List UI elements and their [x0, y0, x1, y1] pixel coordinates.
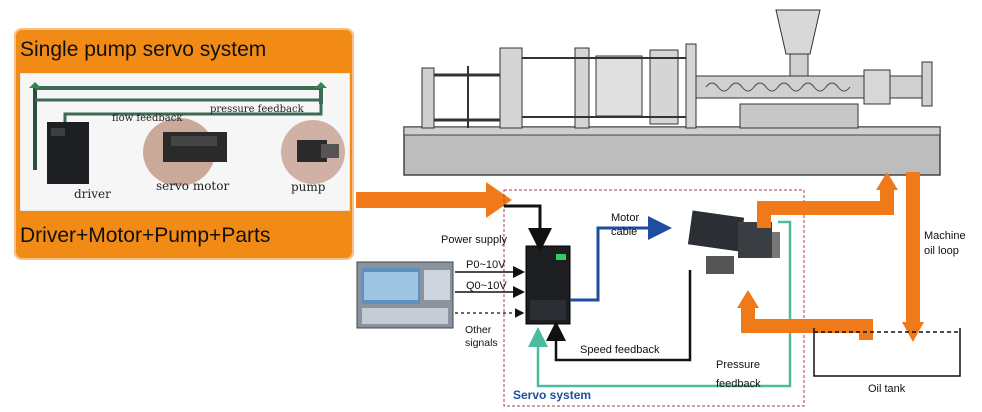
- motor-pump-unit: [687, 210, 780, 274]
- servo-system-title: Servo system: [513, 388, 592, 402]
- arrow-right-icon: [486, 182, 512, 218]
- panel-illustration-svg: [29, 82, 345, 186]
- q-signal-label: Q0~10V: [466, 280, 507, 292]
- panel-title: Single pump servo system: [20, 38, 267, 61]
- arrow-up-icon: [876, 172, 898, 190]
- oil-tank: [813, 328, 961, 377]
- power-supply-label: Power supply: [441, 234, 508, 246]
- machine-oil-loop-line2: oil loop: [924, 245, 959, 257]
- controller-panel: [356, 261, 454, 329]
- driver-label: driver: [74, 187, 111, 201]
- flow-feedback-label: flow feedback: [112, 113, 183, 124]
- machine-oil-loop-line1: Machine: [924, 230, 966, 242]
- arrow-up-icon: [29, 82, 41, 88]
- pressure-feedback-label-line2: feedback: [716, 378, 761, 390]
- injection-machine: [403, 9, 941, 176]
- driver-unit: [525, 245, 571, 325]
- oil-tank-label: Oil tank: [868, 383, 906, 395]
- pressure-feedback-label-small: pressure feedback: [210, 104, 304, 115]
- pump-label: pump: [291, 180, 326, 194]
- other-signals-label-line1: Other: [465, 324, 492, 336]
- pressure-feedback-label-line1: Pressure: [716, 359, 761, 371]
- servo-system-box: [503, 189, 805, 407]
- arrow-up-icon: [737, 290, 759, 308]
- panel-illustration: [20, 73, 350, 211]
- p-signal-label: P0~10V: [466, 259, 506, 271]
- servo-motor-label: servo motor: [156, 179, 230, 193]
- speed-feedback-label: Speed feedback: [580, 344, 660, 356]
- other-signals-label-line2: signals: [465, 337, 498, 349]
- motor-cable-label-line2: cable: [611, 226, 638, 238]
- arrow-up-icon: [315, 82, 327, 88]
- motor-cable-label-line1: Motor: [611, 212, 640, 224]
- panel-bottom-text: Driver+Motor+Pump+Parts: [20, 224, 271, 247]
